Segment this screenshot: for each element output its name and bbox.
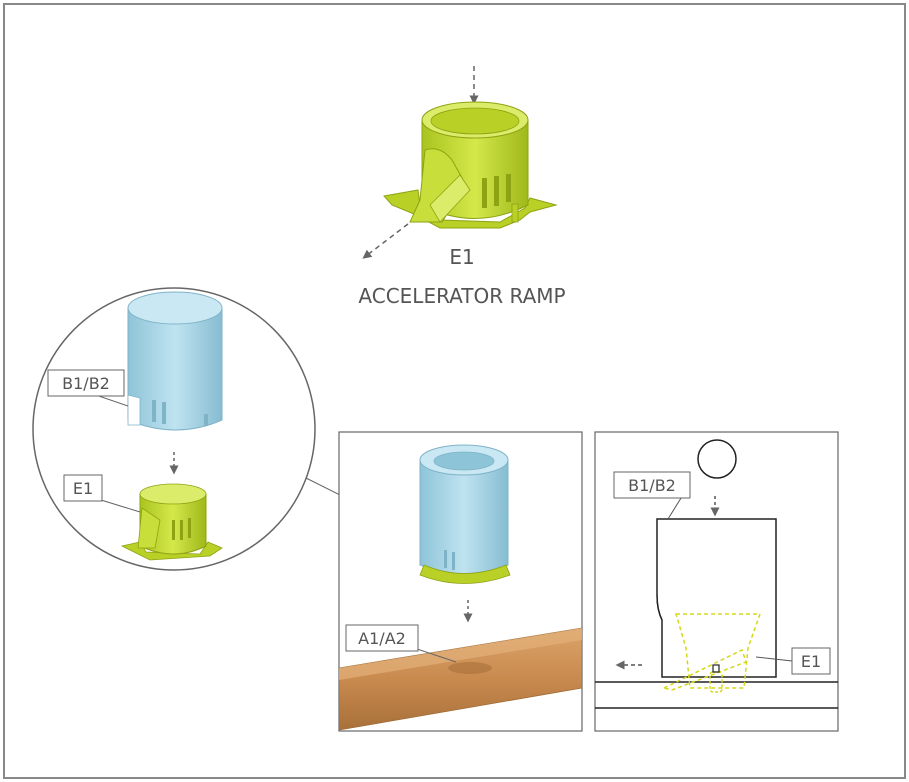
- ball: [697, 439, 737, 479]
- section-side-label-box: [791, 647, 831, 675]
- iso-assembly-panel: [338, 431, 583, 732]
- callout-upper-label: B1/B2: [62, 374, 110, 393]
- exit-arrow: [362, 223, 409, 259]
- callout-upper-label-box: [47, 369, 125, 397]
- iso-base-label-box: [345, 624, 419, 652]
- section-side-label: E1: [801, 652, 821, 671]
- detail-callout: [32, 287, 316, 571]
- callout-lower-label: E1: [73, 479, 93, 498]
- part-code: E1: [449, 245, 474, 269]
- page-border: [3, 3, 906, 779]
- section-top-label-box: [613, 471, 691, 499]
- part-name: ACCELERATOR RAMP: [358, 284, 565, 308]
- section-view-panel: [594, 431, 839, 732]
- accelerator-ramp-illustration: [362, 66, 558, 259]
- section-top-label: B1/B2: [628, 476, 676, 495]
- callout-lower-label-box: [63, 474, 103, 502]
- iso-base-label: A1/A2: [358, 629, 406, 648]
